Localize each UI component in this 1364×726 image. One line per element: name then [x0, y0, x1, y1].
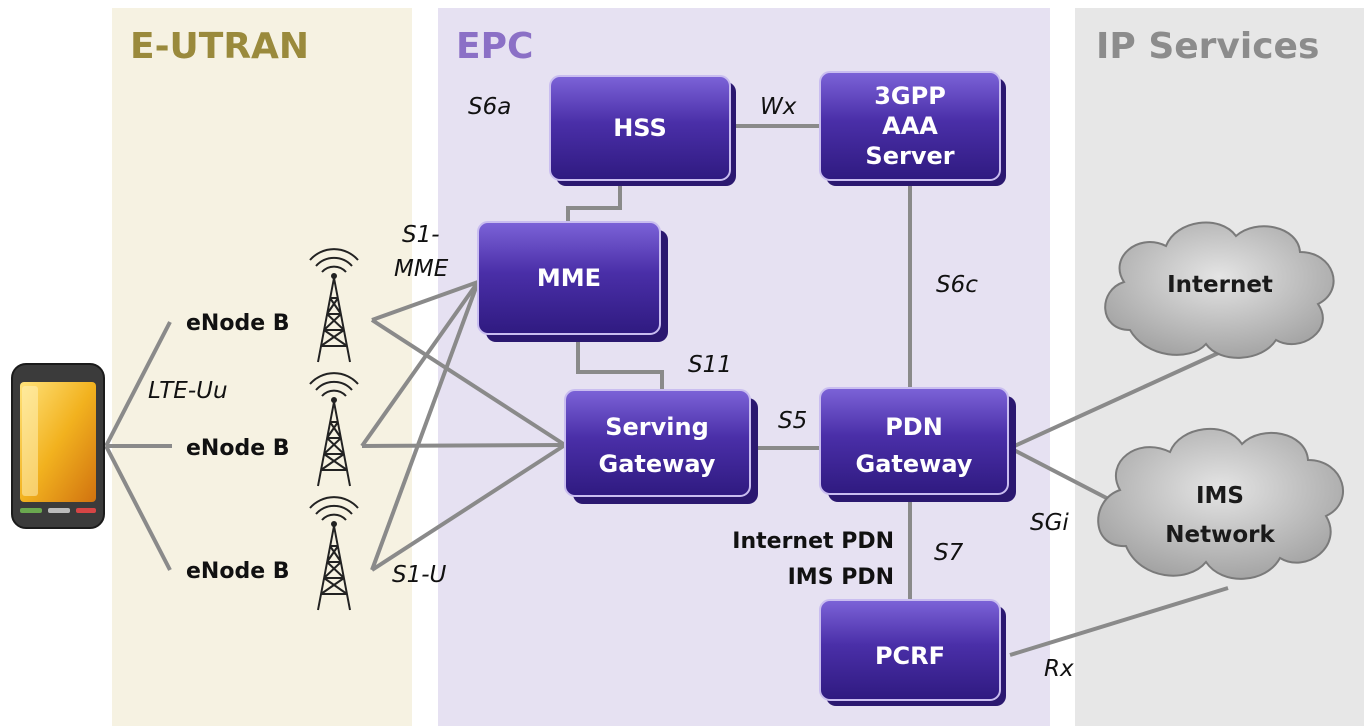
- s6a-label: S6a: [468, 94, 511, 120]
- link-pgw-internet: [1009, 348, 1226, 450]
- tower-icon: [309, 248, 359, 363]
- pdn-note-internet: Internet PDN: [732, 529, 894, 554]
- ims-network-cloud: IMS Network: [1097, 427, 1344, 580]
- internet-label: Internet: [1167, 272, 1273, 298]
- pcrf-label: PCRF: [875, 642, 945, 670]
- sgw-label-line1: Serving: [605, 413, 709, 441]
- ue-phone: [11, 363, 105, 529]
- ip-services-region: [1075, 8, 1364, 726]
- aaa-label-line2: AAA: [882, 112, 938, 140]
- internet-cloud: Internet: [1104, 221, 1335, 359]
- pgw-label-line2: Gateway: [856, 450, 973, 478]
- tower-icon: [309, 496, 359, 611]
- sgw-label-line2: Gateway: [599, 450, 716, 478]
- s5-label: S5: [778, 408, 807, 434]
- sgi-label: SGi: [1030, 510, 1069, 536]
- link-enb1-sgw: [370, 318, 567, 447]
- link-enb2-sgw: [361, 443, 566, 448]
- link-ue-enb3: [104, 445, 172, 571]
- mme-label: MME: [537, 264, 601, 292]
- mme-node: MME: [477, 221, 668, 342]
- tower-icon: [309, 372, 359, 487]
- enodeb-label-3: eNode B: [186, 559, 290, 584]
- link-hss-mme: [566, 182, 622, 222]
- aaa-server-node: 3GPP AAA Server: [819, 71, 1006, 186]
- s1-u-label: S1-U: [392, 562, 447, 588]
- link-enb3-mme: [370, 281, 480, 571]
- enodeb-label-2: eNode B: [186, 436, 290, 461]
- hss-node: HSS: [549, 75, 736, 186]
- s1-mme-label-line2: MME: [394, 256, 449, 282]
- pdn-note-ims: IMS PDN: [788, 565, 894, 590]
- link-mme-sgw: [576, 342, 664, 390]
- pgw-label-line1: PDN: [885, 413, 943, 441]
- ip-services-title: IP Services: [1096, 26, 1319, 67]
- enodeb-label-1: eNode B: [186, 311, 290, 336]
- aaa-label-line1: 3GPP: [874, 82, 946, 110]
- pcrf-node: PCRF: [819, 599, 1006, 706]
- aaa-label-line3: Server: [865, 142, 954, 170]
- link-pcrf-ims: [1009, 586, 1229, 657]
- link-enb1-mme: [371, 280, 479, 322]
- link-pgw-ims: [1009, 446, 1121, 507]
- serving-gateway-node: Serving Gateway: [564, 389, 758, 504]
- link-enb3-sgw: [370, 443, 567, 572]
- s6c-label: S6c: [936, 272, 978, 298]
- epc-title: EPC: [456, 26, 533, 67]
- s1-mme-label-line1: S1-: [402, 222, 440, 248]
- ims-label-line1: IMS: [1196, 483, 1244, 509]
- wx-label: Wx: [760, 94, 797, 120]
- s7-label: S7: [934, 540, 964, 566]
- ims-label-line2: Network: [1165, 522, 1275, 548]
- lte-uu-label: LTE-Uu: [148, 378, 228, 404]
- eutran-region: [112, 8, 412, 726]
- link-enb2-mme: [360, 280, 480, 448]
- links: [104, 124, 1229, 657]
- eutran-title: E-UTRAN: [130, 26, 309, 67]
- link-ue-enb1: [104, 321, 172, 447]
- pdn-gateway-node: PDN Gateway: [819, 387, 1016, 502]
- hss-label: HSS: [613, 114, 667, 142]
- rx-label: Rx: [1044, 656, 1074, 682]
- s11-label: S11: [688, 352, 732, 378]
